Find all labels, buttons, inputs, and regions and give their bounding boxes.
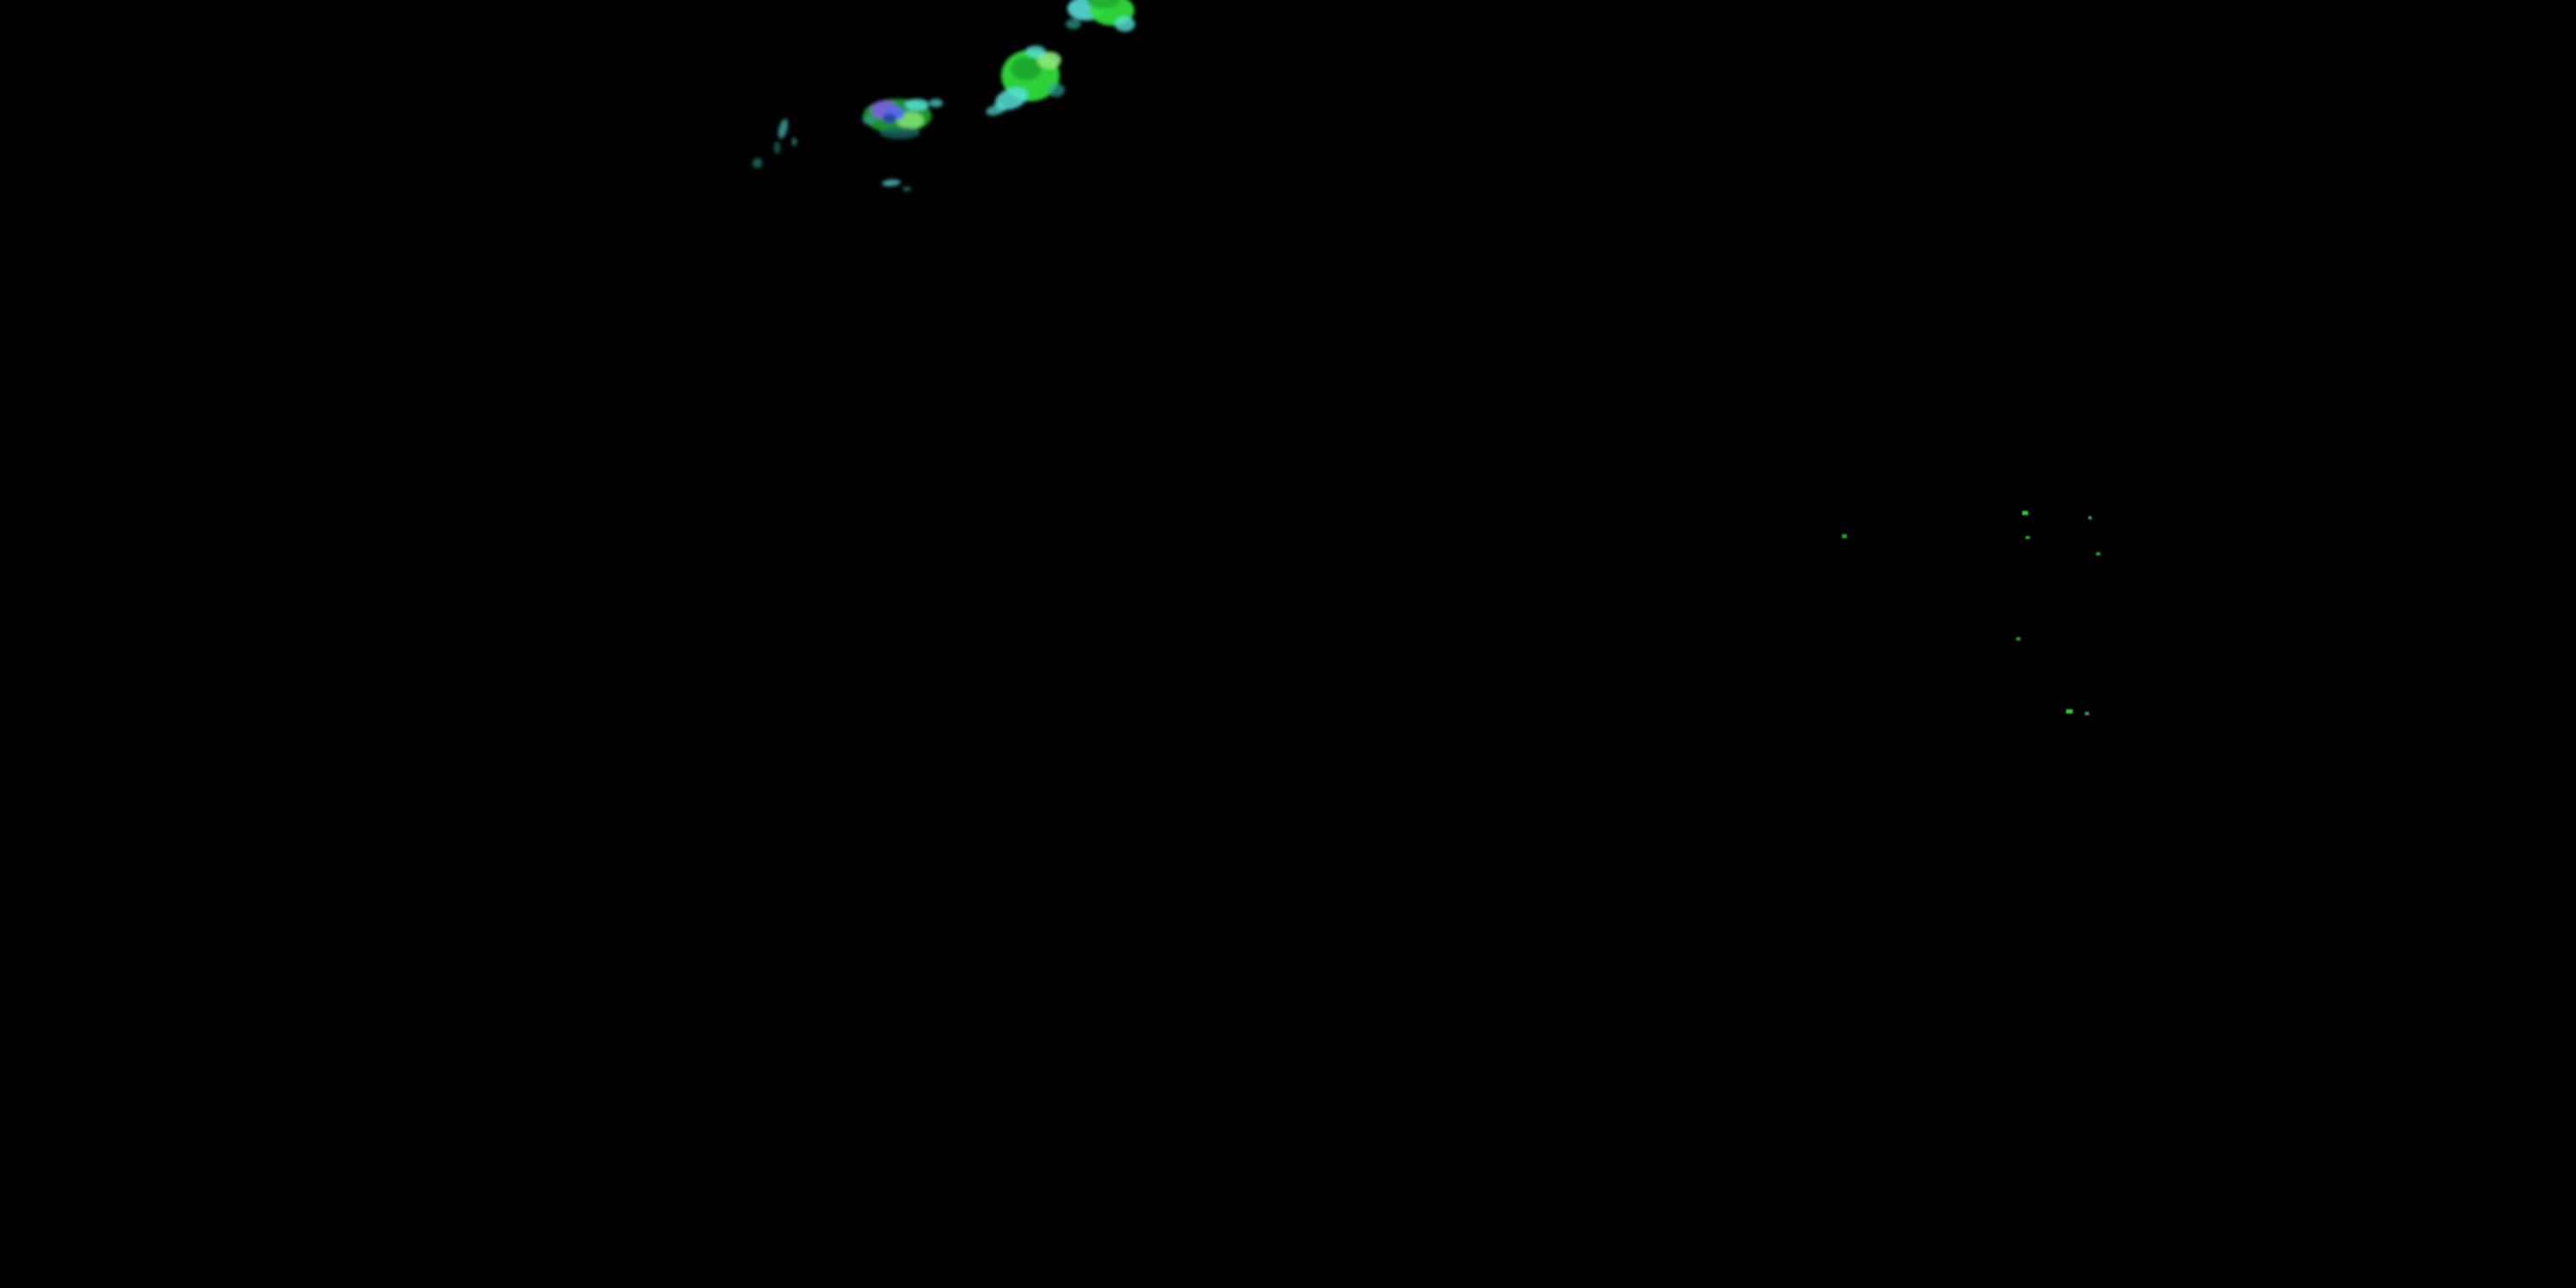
light-rain-dash-south — [882, 179, 911, 191]
radar-echo-shape — [1011, 57, 1042, 81]
distant-echo-speckles — [1842, 511, 2100, 715]
radar-speckle — [2022, 511, 2028, 515]
radar-echo-shape — [1025, 46, 1046, 58]
radar-echo-shape — [774, 142, 781, 154]
radar-echo-shape — [986, 104, 1006, 116]
radar-echo-shape — [883, 113, 896, 124]
precipitation-echo-layer — [752, 0, 1135, 191]
radar-echo-shape — [1115, 16, 1135, 32]
radar-echo-shape — [1066, 19, 1081, 29]
radar-echo-shape — [902, 186, 911, 191]
radar-echo-shape — [905, 99, 929, 111]
radar-speckle — [2088, 516, 2092, 519]
radar-echo-shape — [929, 99, 943, 107]
radar-echo-shape — [752, 158, 762, 168]
radar-echo-shape — [882, 179, 901, 187]
radar-echo-shape — [862, 116, 876, 125]
storm-cell-center-green — [986, 46, 1065, 116]
radar-speckle — [1842, 534, 1847, 538]
radar-speckle — [2066, 709, 2073, 714]
storm-cell-north-top — [1066, 0, 1135, 32]
radar-speckle — [2016, 637, 2020, 641]
radar-echo-shape — [994, 87, 1029, 111]
radar-echo-shape — [792, 137, 797, 146]
radar-echo-shape — [1048, 83, 1065, 97]
radar-speckle — [2096, 552, 2100, 556]
radar-echo-shape — [879, 127, 920, 139]
radar-speckle — [2026, 536, 2030, 539]
light-rain-wisps-southwest — [752, 118, 797, 168]
radar-echo-shape — [1037, 52, 1061, 69]
radar-echo-shape — [1086, 0, 1121, 9]
radar-echo-shape — [778, 118, 788, 139]
radar-speckle — [2085, 712, 2089, 715]
storm-cell-west-mixed-core — [862, 99, 943, 139]
